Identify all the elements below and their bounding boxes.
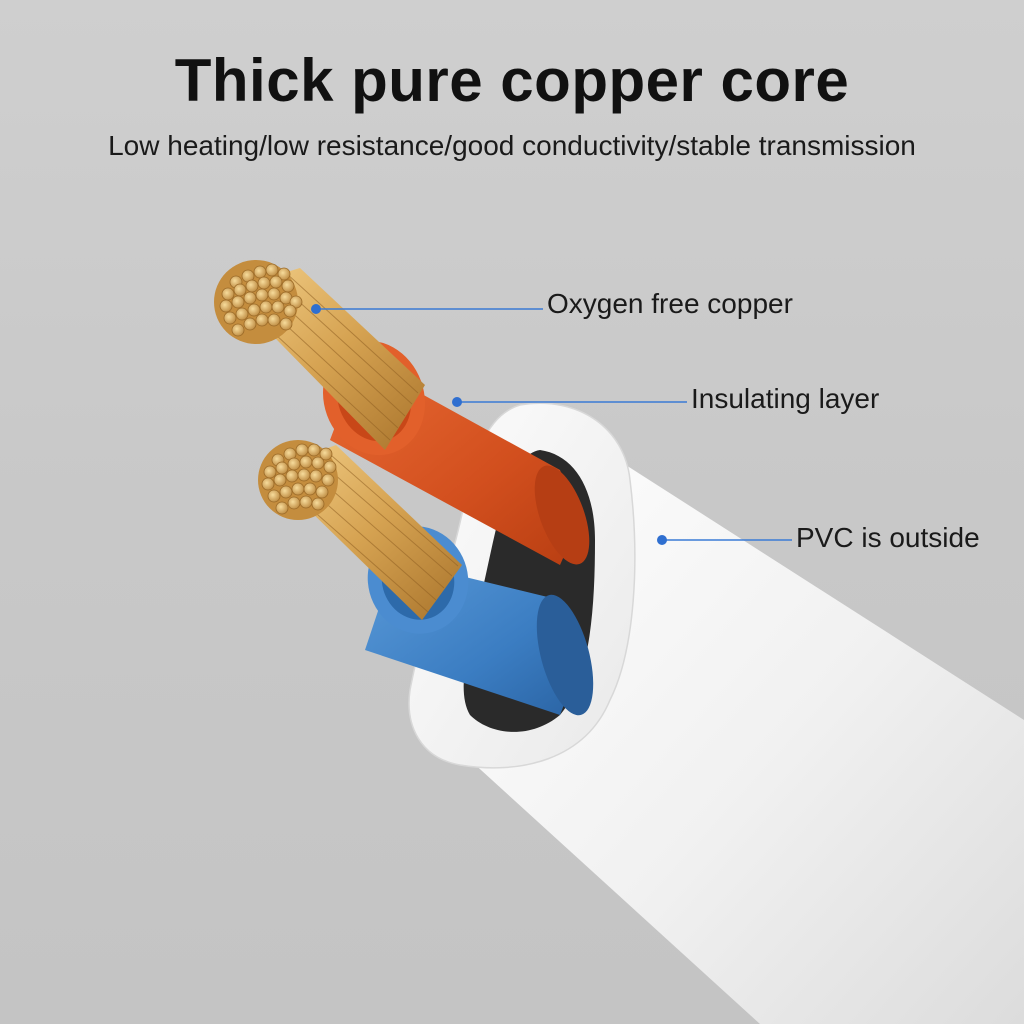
leader-copper	[311, 304, 543, 314]
page-subtitle: Low heating/low resistance/good conducti…	[108, 130, 916, 161]
callout-pvc-outside: PVC is outside	[796, 522, 980, 553]
leader-pvc	[657, 535, 792, 545]
callout-oxygen-free-copper: Oxygen free copper	[547, 288, 793, 319]
callout-insulating-layer: Insulating layer	[691, 383, 880, 414]
copper-strands	[214, 260, 425, 450]
leader-insulation	[452, 397, 687, 407]
page-title: Thick pure copper core	[174, 47, 850, 114]
copper-strands-lower	[258, 440, 462, 620]
